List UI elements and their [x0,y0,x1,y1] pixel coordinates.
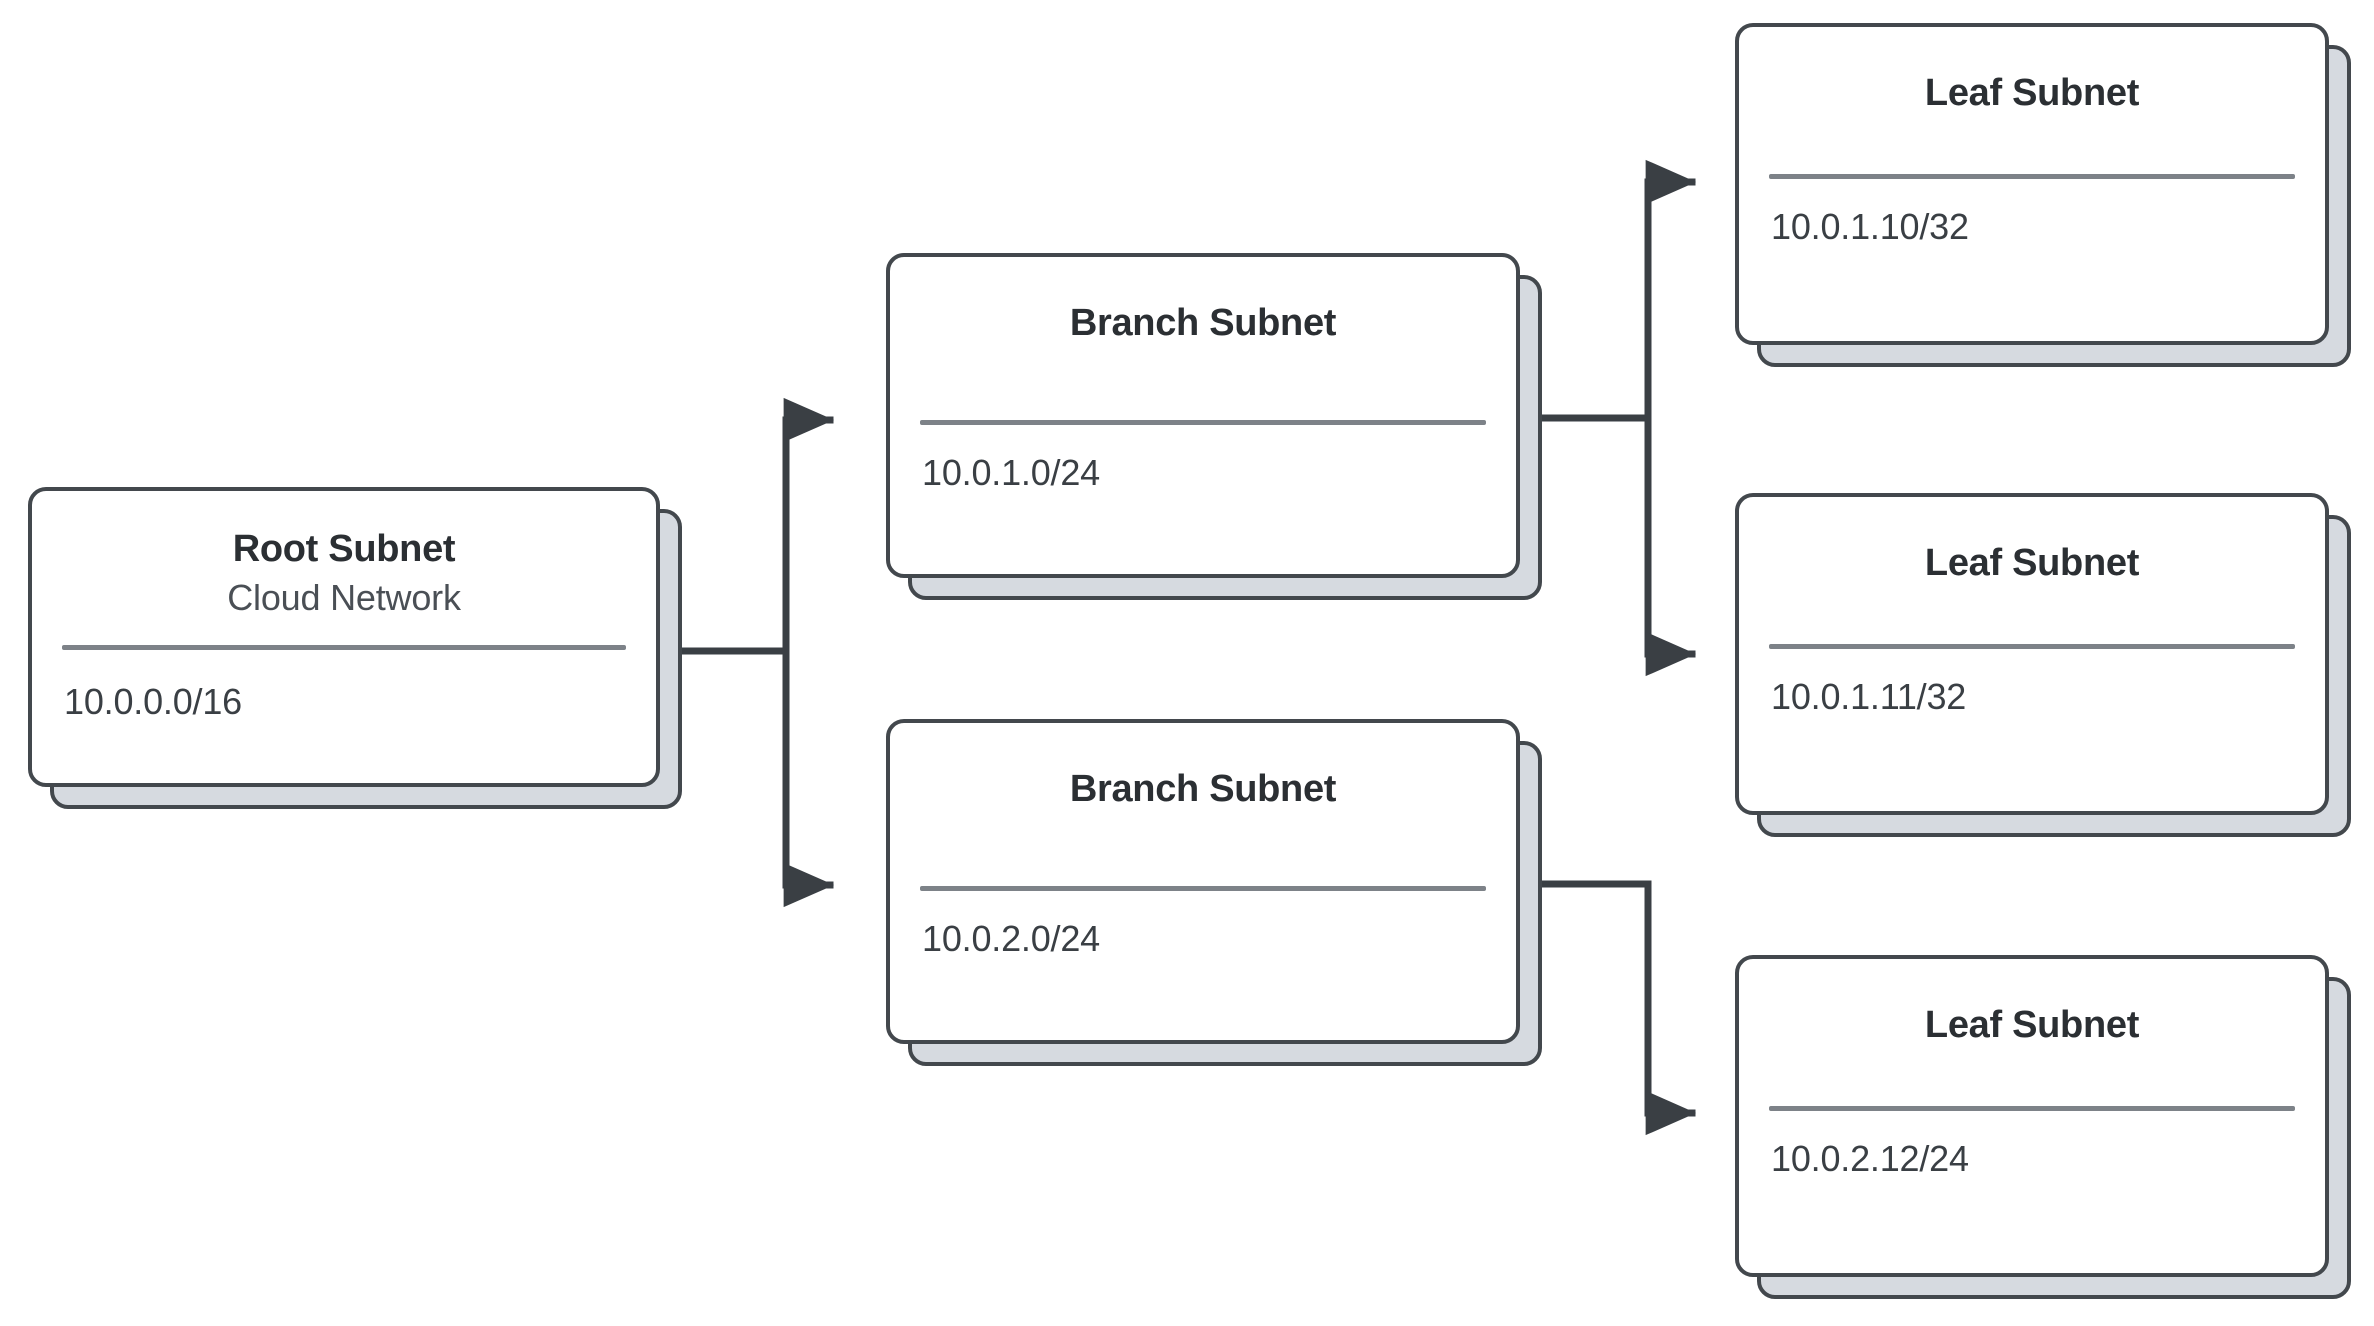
node-divider [62,645,626,651]
node-leaf-subnet-1[interactable]: Leaf Subnet 10.0.1.10/32 [1735,23,2351,367]
node-root-subnet[interactable]: Root Subnet Cloud Network 10.0.0.0/16 [28,487,682,809]
node-leaf-subnet-3[interactable]: Leaf Subnet 10.0.2.12/24 [1735,955,2351,1299]
node-branch-subnet-1[interactable]: Branch Subnet 10.0.1.0/24 [886,253,1542,600]
node-cidr: 10.0.2.0/24 [922,917,1100,959]
node-cidr: 10.0.0.0/16 [64,681,242,723]
node-divider [1769,173,2295,179]
node-cidr: 10.0.2.12/24 [1771,1137,1969,1179]
node-cidr: 10.0.1.0/24 [922,451,1100,493]
node-title: Branch Subnet [1069,768,1337,810]
node-title: Leaf Subnet [1924,1004,2140,1046]
node-title: Root Subnet [232,528,456,570]
node-title: Leaf Subnet [1924,72,2140,114]
card-front[interactable]: Branch Subnet 10.0.1.0/24 [886,253,1520,578]
card-front[interactable]: Leaf Subnet 10.0.1.10/32 [1735,23,2329,345]
node-title: Branch Subnet [1069,302,1337,344]
node-cidr: 10.0.1.10/32 [1771,205,1969,247]
node-subtitle: Cloud Network [227,576,461,618]
node-divider [920,419,1486,425]
card-front[interactable]: Root Subnet Cloud Network 10.0.0.0/16 [28,487,660,787]
card-front[interactable]: Leaf Subnet 10.0.1.11/32 [1735,493,2329,815]
card-front[interactable]: Leaf Subnet 10.0.2.12/24 [1735,955,2329,1277]
node-divider [1769,643,2295,649]
node-branch-subnet-2[interactable]: Branch Subnet 10.0.2.0/24 [886,719,1542,1066]
card-front[interactable]: Branch Subnet 10.0.2.0/24 [886,719,1520,1044]
node-divider [920,885,1486,891]
node-cidr: 10.0.1.11/32 [1771,675,1967,717]
node-divider [1769,1105,2295,1111]
node-title: Leaf Subnet [1924,542,2140,584]
node-leaf-subnet-2[interactable]: Leaf Subnet 10.0.1.11/32 [1735,493,2351,837]
edge-branch-2-to-leaf-3 [1516,880,1697,1136]
